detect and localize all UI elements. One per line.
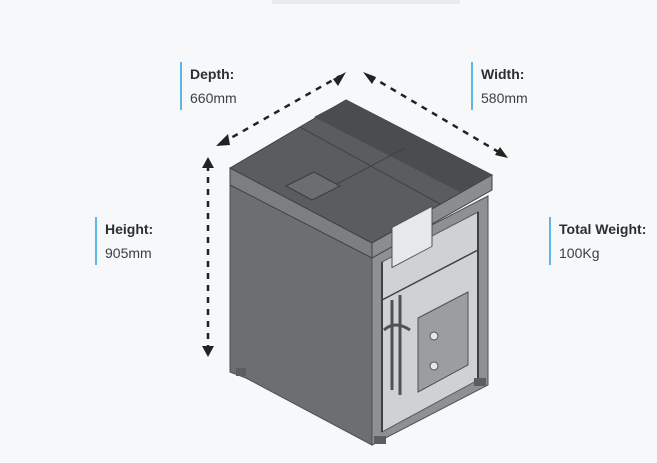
cabinet-foot-left xyxy=(236,368,246,376)
top-bar-decoration xyxy=(272,0,460,4)
depth-arrowhead-left xyxy=(216,134,230,146)
depth-value: 660mm xyxy=(190,90,237,106)
height-label: Height: xyxy=(105,221,154,237)
height-spec: Height: 905mm xyxy=(95,217,153,265)
cabinet-foot-right xyxy=(474,378,486,386)
cabinet-foot-front xyxy=(374,436,386,444)
width-label: Width: xyxy=(481,66,525,82)
weight-spec: Total Weight: 100Kg xyxy=(549,217,646,265)
drawer-knob-top xyxy=(429,331,439,341)
height-arrowhead-bottom xyxy=(202,346,214,357)
depth-label: Depth: xyxy=(190,66,235,82)
width-value: 580mm xyxy=(481,90,528,106)
top-vent-grille xyxy=(314,100,492,192)
internal-pipes xyxy=(382,295,411,395)
width-spec: Width: 580mm xyxy=(471,62,528,110)
depth-arrowhead-right xyxy=(333,72,346,86)
weight-label: Total Weight: xyxy=(559,221,647,237)
width-arrow xyxy=(369,74,503,156)
height-value: 905mm xyxy=(105,245,152,261)
weight-value: 100Kg xyxy=(559,245,600,261)
drawer-knob-bottom xyxy=(429,361,439,371)
top-access-hatch xyxy=(284,171,342,201)
width-arrowhead-left xyxy=(363,72,376,84)
width-arrowhead-right xyxy=(495,147,508,158)
depth-arrow xyxy=(221,74,341,145)
depth-spec: Depth: 660mm xyxy=(180,62,237,110)
height-arrowhead-top xyxy=(202,157,214,168)
internal-fan-unit xyxy=(391,205,433,269)
